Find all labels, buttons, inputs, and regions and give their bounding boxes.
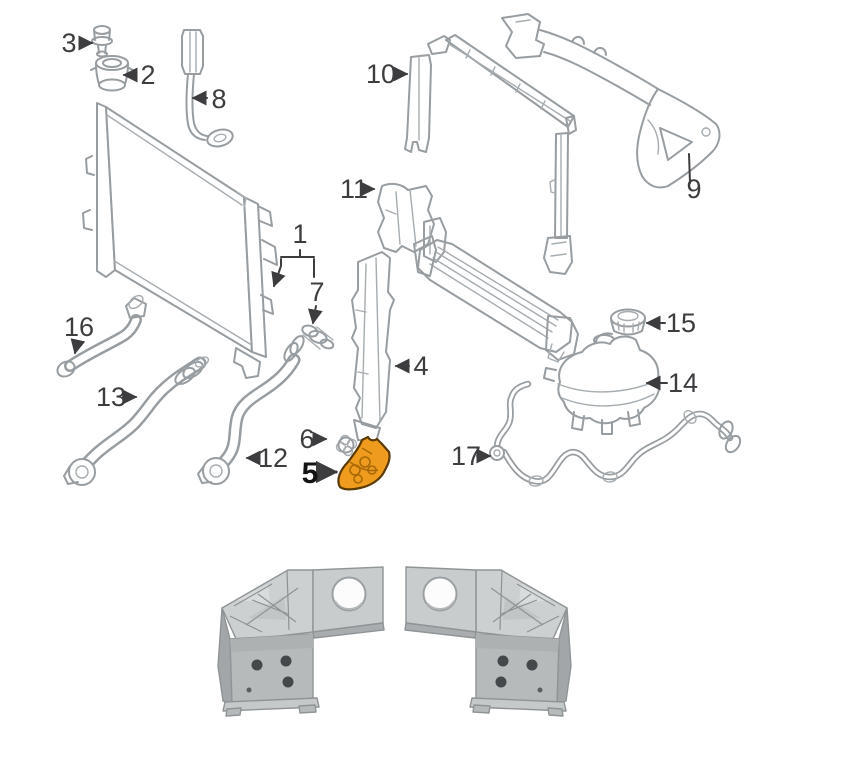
callout-4: 4 <box>413 351 428 381</box>
callout-15: 15 <box>666 308 696 338</box>
highlighted-bracket-part-5 <box>337 435 391 491</box>
callout-17: 17 <box>451 441 481 471</box>
tank-cap-drawing <box>610 308 646 336</box>
callout-3: 3 <box>61 28 76 58</box>
grille-shutter-drawing <box>413 235 579 363</box>
leader-lines <box>70 35 691 484</box>
retainer-clip-drawing <box>335 434 358 457</box>
callout-7: 7 <box>309 277 324 307</box>
callout-6: 6 <box>299 424 314 454</box>
lower-hose-right-drawing <box>197 334 305 485</box>
lower-hose-left-drawing <box>63 356 210 486</box>
upper-support-beam-drawing <box>404 34 577 275</box>
mount-bracket-tube-drawing <box>181 29 234 148</box>
side-baffle-drawing <box>351 251 395 443</box>
callout-12: 12 <box>258 443 288 473</box>
highlighted-bracket-body <box>337 435 391 491</box>
drain-plug-drawing <box>301 324 335 350</box>
air-deflector-panel-drawing <box>377 182 447 263</box>
bracket-right-photo <box>404 566 572 717</box>
callout-2: 2 <box>140 60 155 90</box>
callout-labels: 1 2 3 4 5 6 7 8 9 10 11 12 13 14 15 16 1… <box>61 28 701 490</box>
product-photo-bracket-pair <box>217 566 572 717</box>
callout-14: 14 <box>668 368 698 398</box>
radiator-drawing <box>82 102 278 379</box>
callout-10: 10 <box>366 59 396 89</box>
expansion-tank-drawing <box>543 332 661 435</box>
vent-hose-drawing <box>489 380 742 487</box>
bracket-left-photo <box>217 566 385 717</box>
upper-hose-drawing <box>56 294 147 378</box>
callout-8: 8 <box>211 84 226 114</box>
callout-11: 11 <box>340 174 368 204</box>
radiator-cap-drawing <box>90 55 134 92</box>
callout-9: 9 <box>686 174 701 204</box>
callout-1: 1 <box>292 219 307 249</box>
callout-5-highlighted: 5 <box>302 457 319 490</box>
bleed-valve-drawing <box>91 25 113 58</box>
cowl-panel-drawing <box>501 13 721 189</box>
callout-13: 13 <box>96 382 126 412</box>
callout-16: 16 <box>64 312 94 342</box>
